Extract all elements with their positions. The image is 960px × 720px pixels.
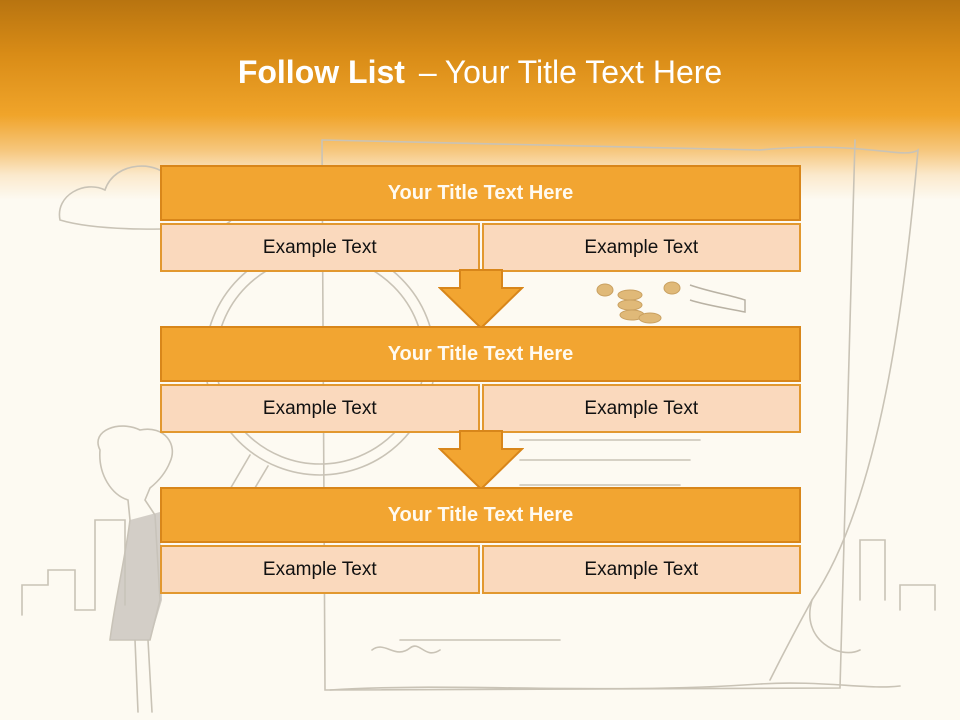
step-title: Your Title Text Here	[160, 326, 801, 382]
step-cell-right: Example Text	[481, 223, 801, 272]
step-block-2: Your Title Text Here Example Text Exampl…	[160, 326, 801, 433]
step-row: Example Text Example Text	[160, 384, 801, 433]
step-block-1: Your Title Text Here Example Text Exampl…	[160, 165, 801, 272]
city-skyline-left	[21, 519, 126, 616]
city-skyline-right	[859, 539, 936, 611]
woman-figure	[97, 425, 174, 641]
hand-sketch	[689, 284, 746, 313]
slide-title: Follow List–Your Title Text Here	[0, 54, 960, 91]
step-block-3: Your Title Text Here Example Text Exampl…	[160, 487, 801, 594]
step-row: Example Text Example Text	[160, 223, 801, 272]
slide-title-rest: Your Title Text Here	[444, 54, 723, 90]
step-cell-right: Example Text	[481, 545, 801, 594]
slide-title-separator: –	[418, 54, 437, 90]
step-title: Your Title Text Here	[160, 487, 801, 543]
step-cell-right: Example Text	[481, 384, 801, 433]
slide-title-bold: Follow List	[237, 54, 405, 90]
step-cell-left: Example Text	[160, 545, 480, 594]
page-curl	[759, 146, 919, 654]
step-cell-left: Example Text	[160, 223, 480, 272]
step-title: Your Title Text Here	[160, 165, 801, 221]
step-row: Example Text Example Text	[160, 545, 801, 594]
down-arrow-icon	[438, 269, 524, 330]
coin-stack	[617, 289, 643, 301]
step-cell-left: Example Text	[160, 384, 480, 433]
down-arrow-icon	[438, 430, 524, 491]
